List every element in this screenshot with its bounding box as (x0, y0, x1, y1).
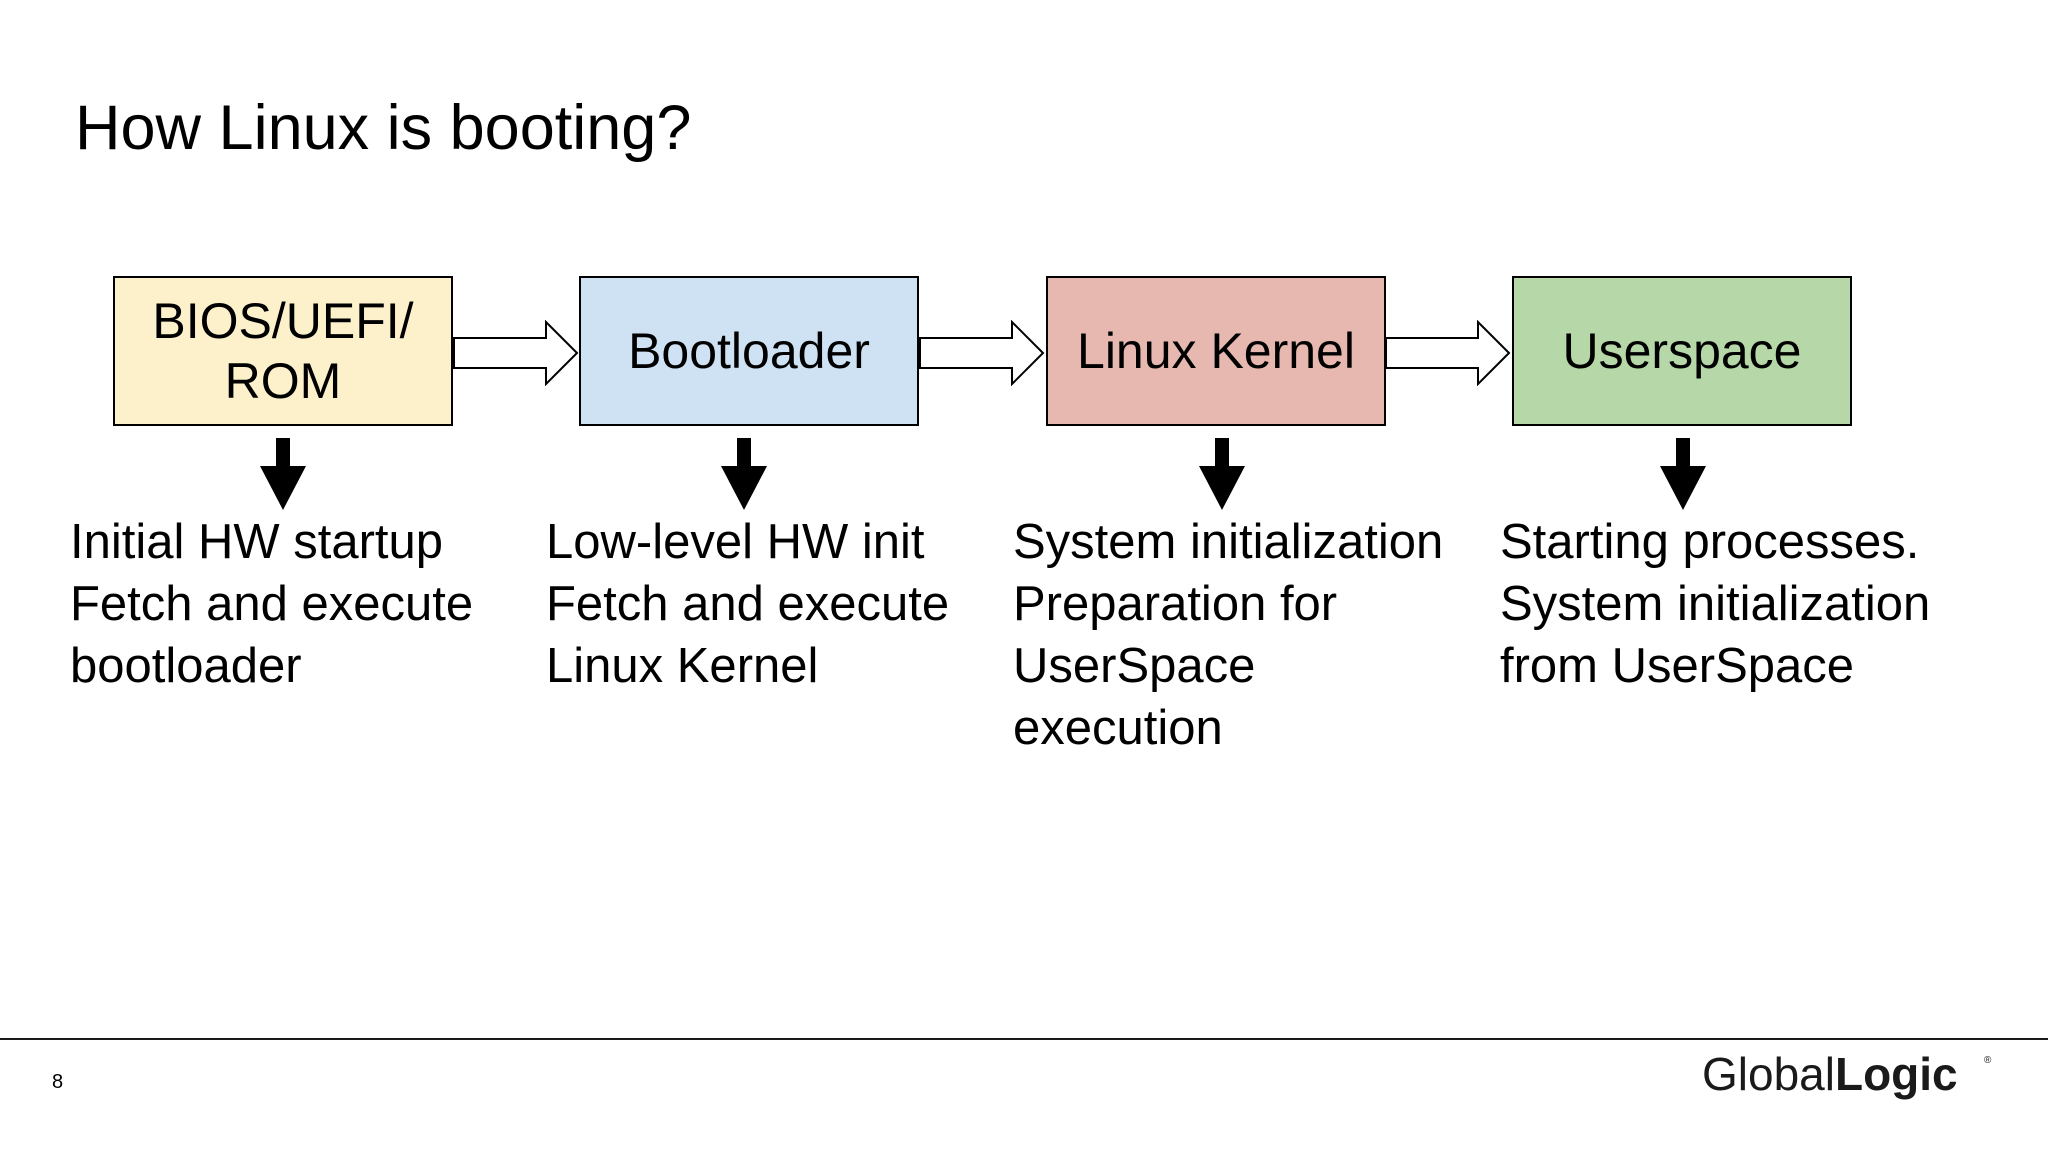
down-arrow-icon (1199, 438, 1245, 510)
hollow-right-arrow-icon (1385, 320, 1511, 386)
description-line: Fetch and execute (70, 577, 474, 631)
description-line: Linux Kernel (546, 639, 819, 693)
globallogic-logo: GlobalLogic ® (1702, 1048, 1992, 1100)
description-line: System initialization (1013, 515, 1444, 569)
stage-description-bios: Initial HW startup Fetch and execute boo… (70, 511, 473, 697)
stage-box-bios: BIOS/UEFI/ ROM (113, 276, 453, 426)
description-line: Fetch and execute (546, 577, 950, 631)
description-line: Starting processes. (1500, 515, 1920, 569)
description-line: UserSpace (1013, 639, 1256, 693)
hollow-right-arrow-icon (919, 320, 1045, 386)
description-line: execution (1013, 701, 1223, 755)
description-line: Preparation for (1013, 577, 1338, 631)
down-arrow-icon (260, 438, 306, 510)
svg-text:®: ® (1984, 1055, 1992, 1066)
footer-divider (0, 1038, 2048, 1040)
hollow-right-arrow-icon (453, 320, 579, 386)
down-arrow-icon (721, 438, 767, 510)
svg-text:GlobalLogic: GlobalLogic (1702, 1048, 1958, 1100)
description-line: Initial HW startup (70, 515, 444, 569)
description-line: System initialization (1500, 577, 1931, 631)
stage-box-linux-kernel: Linux Kernel (1046, 276, 1386, 426)
stage-description-linux-kernel: System initialization Preparation for Us… (1013, 511, 1443, 759)
stage-box-userspace: Userspace (1512, 276, 1852, 426)
slide-title: How Linux is booting? (75, 93, 692, 163)
description-line: bootloader (70, 639, 302, 693)
description-line: Low-level HW init (546, 515, 925, 569)
stage-box-bootloader: Bootloader (579, 276, 919, 426)
description-line: from UserSpace (1500, 639, 1855, 693)
stage-description-userspace: Starting processes. System initializatio… (1500, 511, 1930, 697)
down-arrow-icon (1660, 438, 1706, 510)
stage-description-bootloader: Low-level HW init Fetch and execute Linu… (546, 511, 949, 697)
page-number: 8 (52, 1071, 64, 1093)
